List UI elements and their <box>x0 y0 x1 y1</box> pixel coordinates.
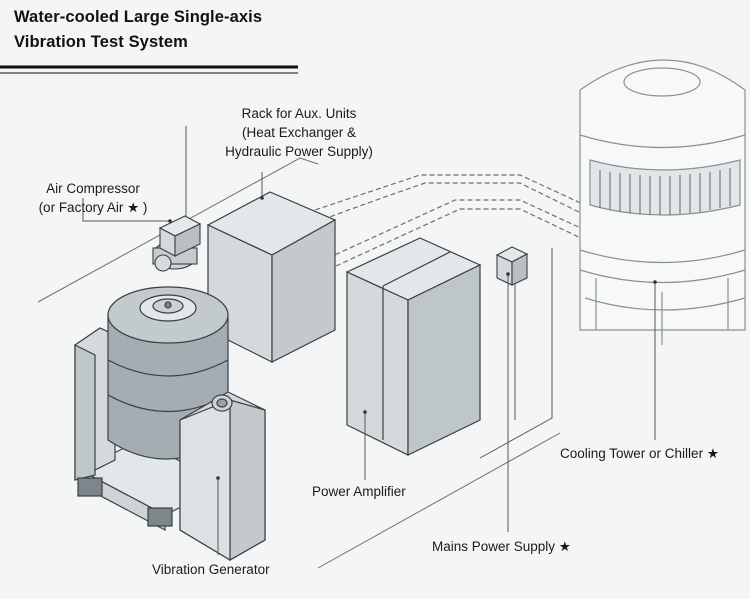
floor-outline <box>37 157 561 569</box>
vibration-generator <box>74 286 266 562</box>
air-compressor <box>82 198 202 272</box>
aux-rack <box>206 172 337 363</box>
air-compressor-label: Air Compressor (or Factory Air ★ ) <box>28 179 158 217</box>
diagram-title-line1: Water-cooled Large Single-axis <box>14 8 263 26</box>
rack-label-line3: Hydraulic Power Supply) <box>225 144 373 159</box>
air-compressor-label-line2: (or Factory Air ★ ) <box>38 200 148 215</box>
diagram-title-line2: Vibration Test System <box>14 33 188 51</box>
power-amplifier <box>345 237 482 480</box>
rack-label-line1: Rack for Aux. Units <box>241 106 357 121</box>
mains-power-box <box>495 246 529 532</box>
vibration-generator-label: Vibration Generator <box>152 562 270 577</box>
air-compressor-label-line1: Air Compressor <box>46 181 140 196</box>
mains-power-label: Mains Power Supply ★ <box>432 539 571 554</box>
rack-label: Rack for Aux. Units (Heat Exchanger & Hy… <box>214 104 384 161</box>
cooling-tower <box>579 59 746 440</box>
cooling-tower-louvers <box>599 168 731 215</box>
title-rule <box>0 65 298 74</box>
cooling-tower-label: Cooling Tower or Chiller ★ <box>560 446 719 461</box>
rack-label-line2: (Heat Exchanger & <box>241 125 357 140</box>
power-amplifier-label: Power Amplifier <box>312 484 406 499</box>
